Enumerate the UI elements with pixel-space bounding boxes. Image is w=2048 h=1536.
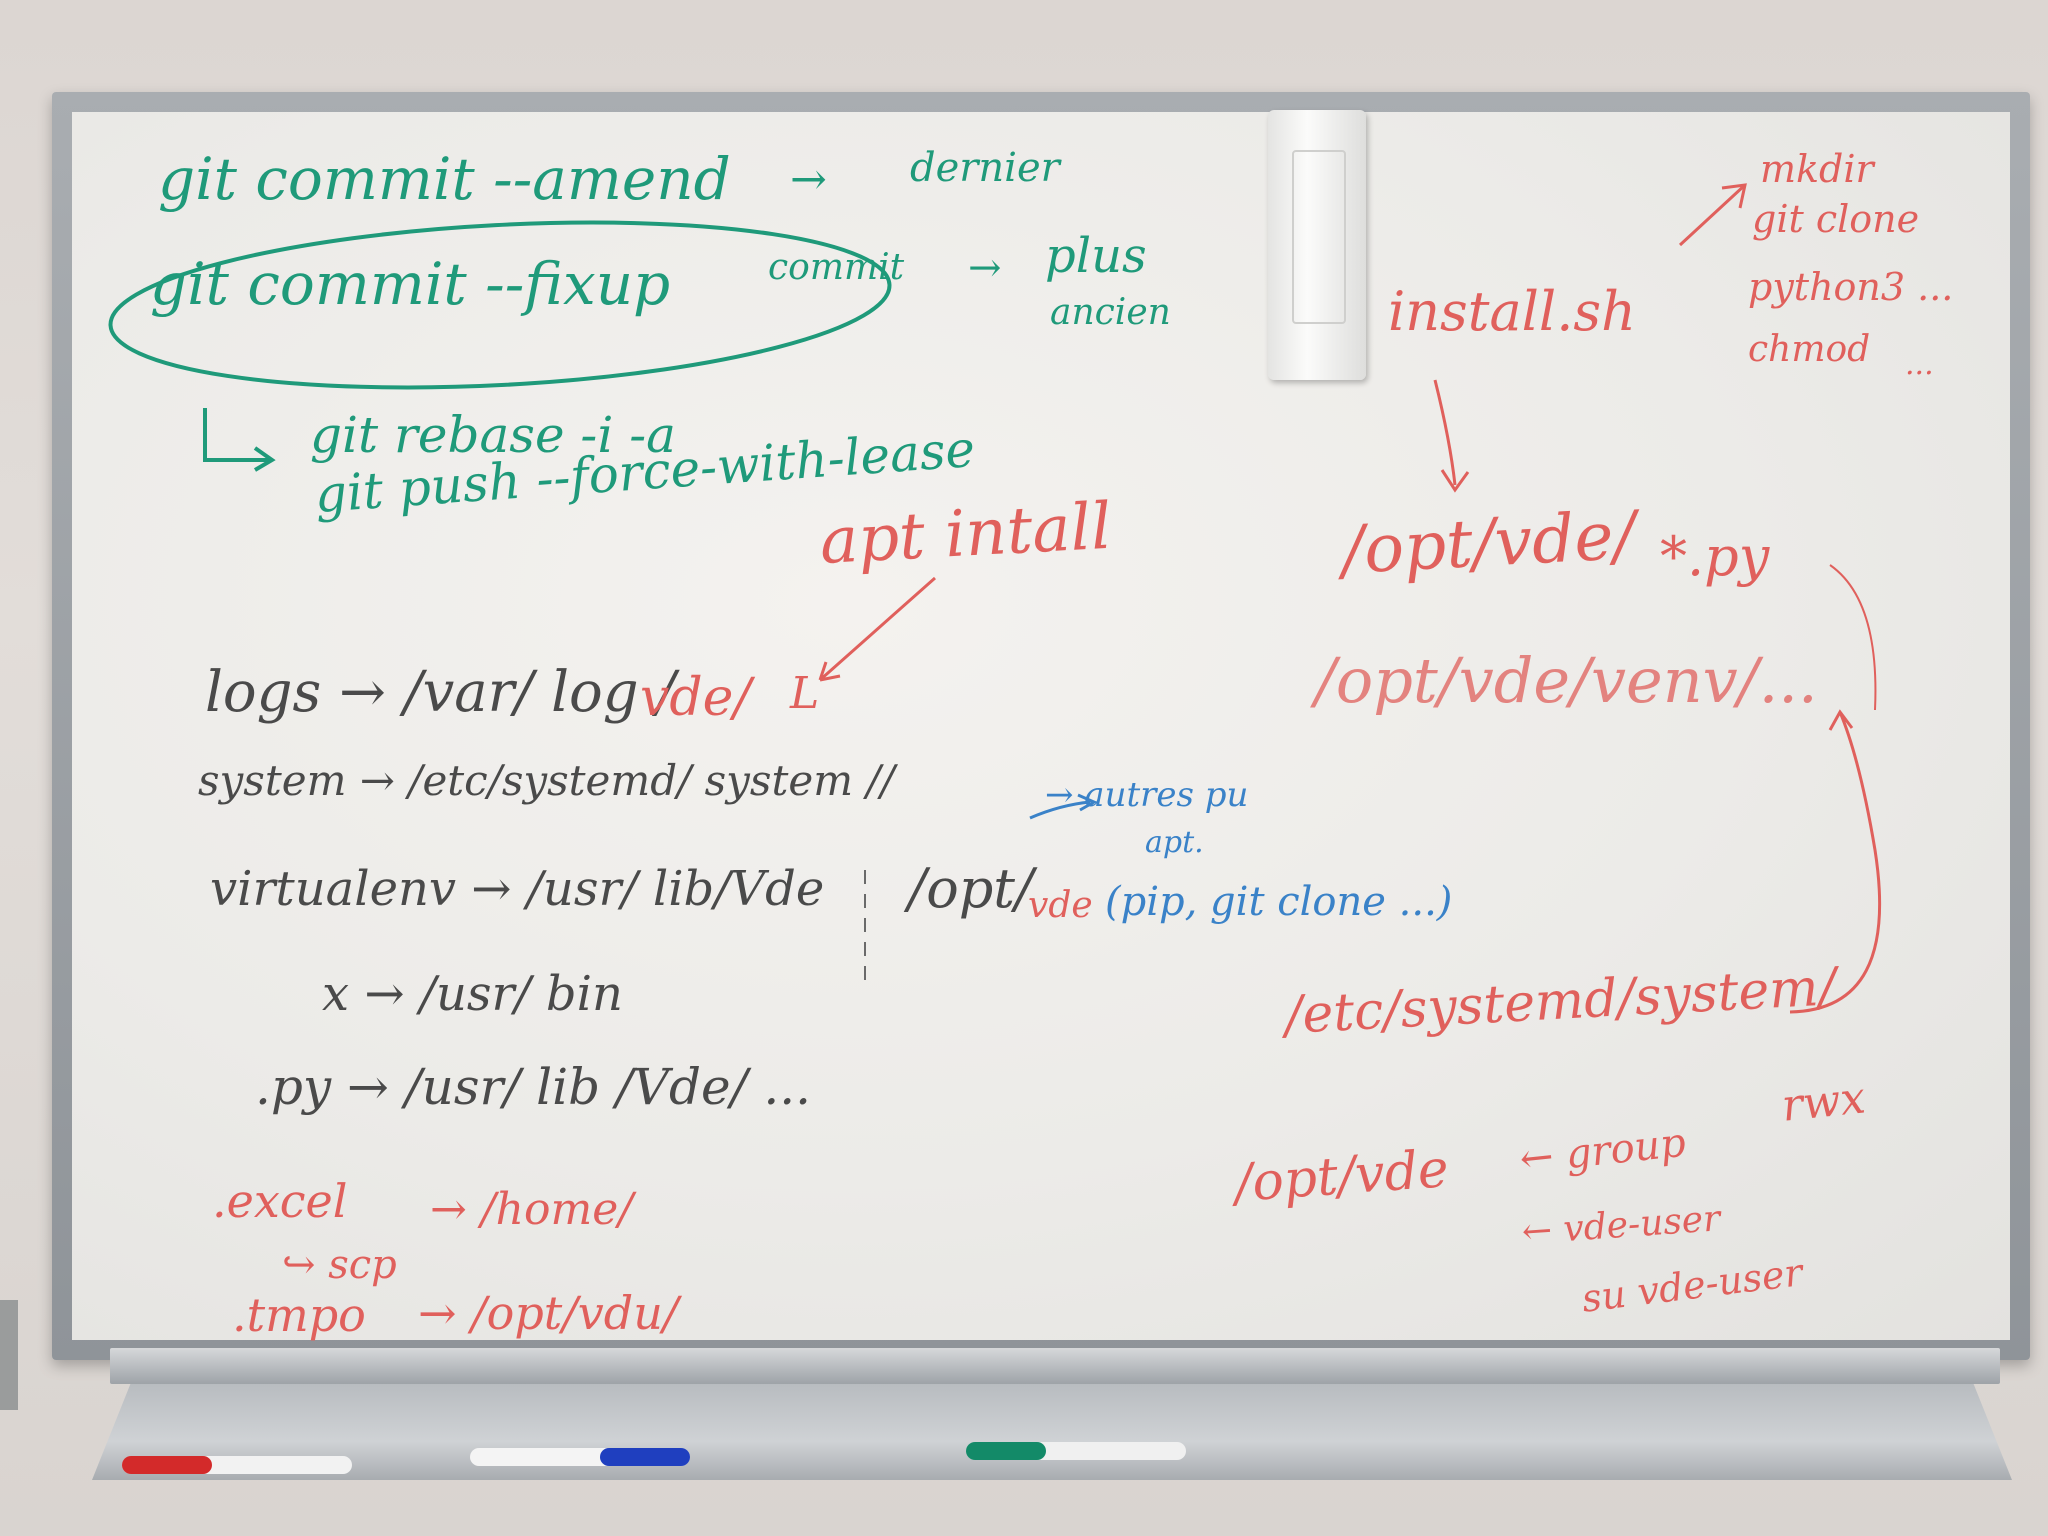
note-apt-dot: apt.: [1145, 825, 1204, 860]
note-scp: ↪ scp: [282, 1242, 397, 1288]
blue-arrow: [1029, 793, 1098, 820]
eraser-holder: [1268, 110, 1366, 380]
note-virtualenv-opt: /opt/: [908, 857, 1034, 920]
note-git-commit-fixup: git commit --fixup: [150, 250, 671, 318]
rebase-hook-arrow: [203, 408, 276, 472]
note-py: .py → /usr/ lib /Vde/ ...: [255, 1058, 812, 1116]
note-bin: x → /usr/ bin: [322, 966, 623, 1022]
note-chmod-dots: ...: [1905, 347, 1934, 382]
note-tmpo: .tmpo: [232, 1288, 366, 1342]
red-marker-cap: [122, 1456, 212, 1474]
note-virtualenv: virtualenv → /usr/ lib/Vde: [210, 861, 825, 917]
note-system: system → /etc/systemd/ system //: [198, 756, 895, 805]
blue-marker-cap: [600, 1448, 690, 1466]
install-sh-down-arrow: [1433, 379, 1470, 493]
note-git-commit-amend: git commit --amend: [158, 145, 731, 213]
note-mkdir: mkdir: [1760, 147, 1874, 191]
note-logs-vde: vde/: [640, 668, 751, 728]
note-install-sh: install.sh: [1388, 280, 1636, 343]
note-opt-vde-venv: /opt/vde/venv/...: [1315, 644, 1818, 717]
note-home: → /home/: [430, 1184, 634, 1235]
note-opt-vde: /opt/vde/: [1339, 496, 1638, 589]
note-excel: .excel: [212, 1174, 348, 1228]
note-virtualenv-vde: vde: [1028, 885, 1093, 926]
note-ancien: ancien: [1050, 292, 1171, 333]
note-autres-pu: → autres pu: [1045, 775, 1249, 815]
note-logs-l: L: [790, 668, 820, 719]
py-to-systemd-curve: [1829, 564, 1877, 711]
note-plus-arrow: →: [968, 245, 1002, 291]
green-marker[interactable]: [966, 1442, 1186, 1460]
note-git-rebase: git rebase -i -a: [310, 406, 676, 464]
wall-outlet: [0, 1300, 18, 1410]
marker-tray: [110, 1348, 2000, 1384]
note-amend-arrow: →: [790, 154, 827, 205]
install-sh-up-arrow: [1678, 183, 1747, 247]
green-marker-cap: [966, 1442, 1046, 1460]
whiteboard-surface: [72, 112, 2010, 1340]
note-opt-vdu: → /opt/vdu/: [418, 1286, 679, 1340]
note-chmod: chmod: [1748, 329, 1871, 370]
note-logs: logs → /var/ log /: [205, 660, 676, 725]
note-pip-git-clone: (pip, git clone ...): [1105, 879, 1453, 925]
apt-arrow: [818, 576, 936, 682]
note-apt-intall: apt intall: [818, 489, 1114, 579]
note-python3: python3 ...: [1748, 265, 1954, 309]
note-commit: commit: [768, 247, 905, 288]
red-marker[interactable]: [122, 1456, 352, 1474]
fixup-circle: [108, 220, 892, 390]
note-dernier: dernier: [910, 145, 1060, 191]
note-star-py: *.py: [1660, 525, 1770, 588]
note-opt-vde-bottom: /opt/vde: [1232, 1139, 1451, 1214]
note-git-clone: git clone: [1752, 197, 1920, 241]
note-rwx: rwx: [1779, 1072, 1868, 1132]
systemd-loop-arrow: [1789, 709, 1882, 1014]
note-plus: plus: [1045, 228, 1147, 284]
blue-marker[interactable]: [470, 1448, 690, 1466]
marker-tray-lip: [92, 1384, 2012, 1480]
